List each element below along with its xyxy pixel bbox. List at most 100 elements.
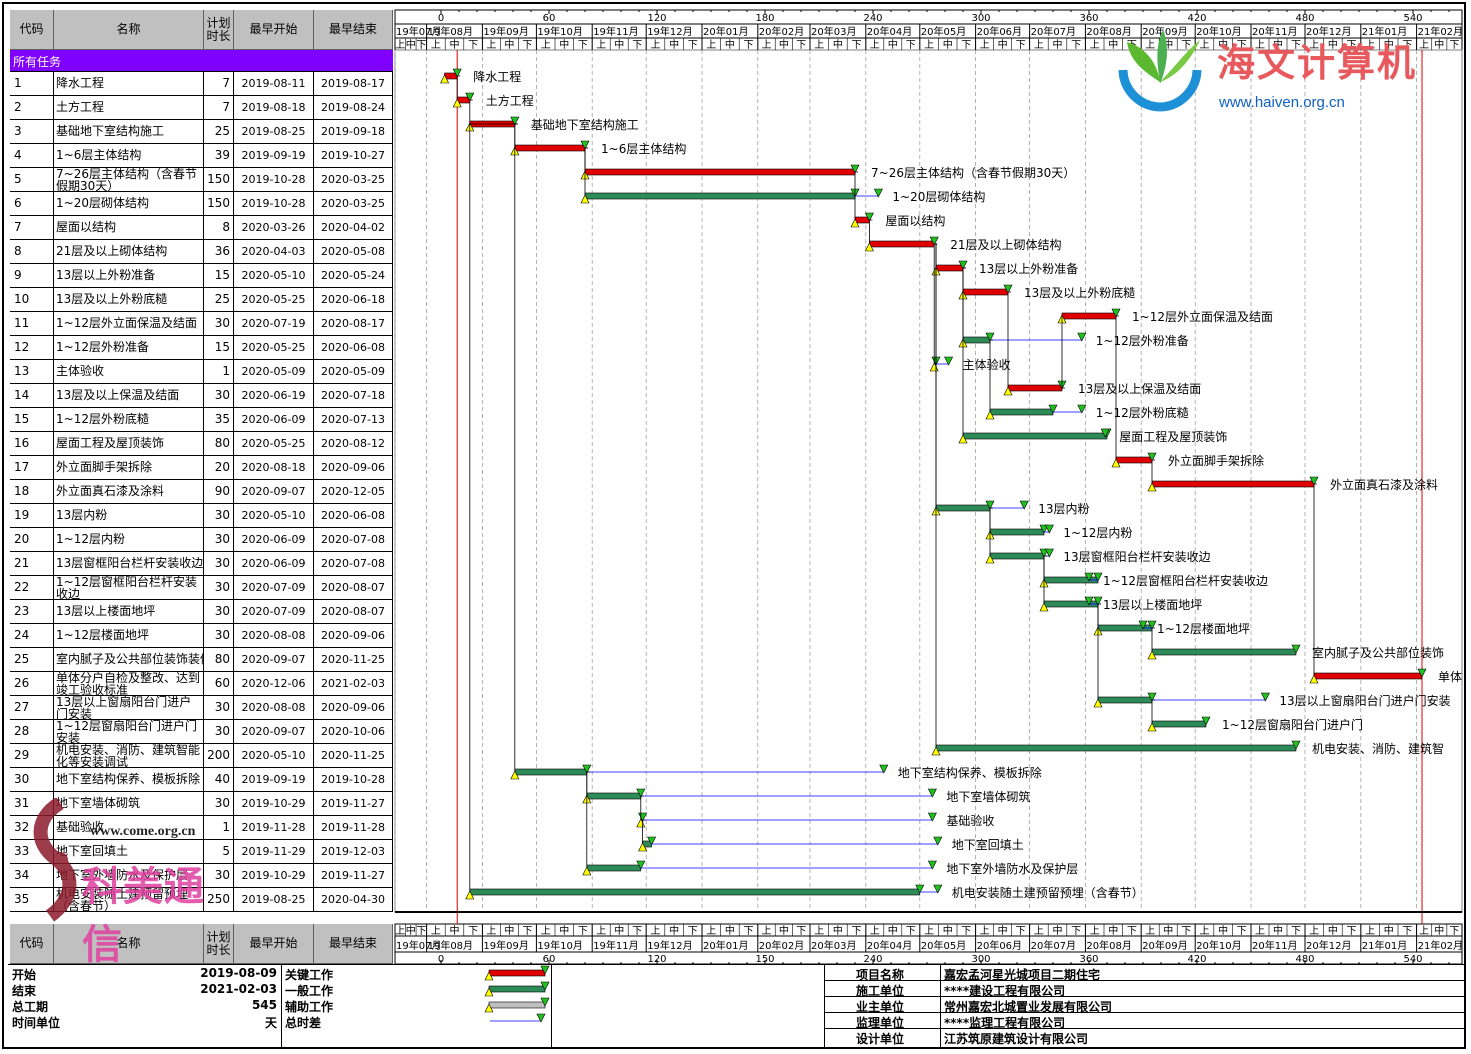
task-code[interactable]: 17: [10, 456, 54, 480]
task-end[interactable]: 2020-08-07: [314, 576, 393, 600]
col-header-duration[interactable]: 计划时长: [204, 10, 234, 50]
task-code[interactable]: 3: [10, 120, 54, 144]
task-name[interactable]: 1~12层内粉: [54, 528, 204, 552]
col-header-end[interactable]: 最早结束: [314, 10, 393, 50]
task-start[interactable]: 2020-05-25: [234, 336, 314, 360]
task-start[interactable]: 2019-08-25: [234, 120, 314, 144]
task-group-all[interactable]: 所有任务: [10, 50, 393, 72]
task-name[interactable]: 外立面脚手架拆除: [54, 456, 204, 480]
task-end[interactable]: 2020-04-02: [314, 216, 393, 240]
task-code[interactable]: 12: [10, 336, 54, 360]
task-start[interactable]: 2019-08-25: [234, 888, 314, 912]
task-code[interactable]: 1: [10, 72, 54, 96]
task-start[interactable]: 2019-09-19: [234, 144, 314, 168]
task-name[interactable]: 地下室回填土: [54, 840, 204, 864]
task-end[interactable]: 2020-12-05: [314, 480, 393, 504]
task-start[interactable]: 2020-06-19: [234, 384, 314, 408]
task-start[interactable]: 2020-05-25: [234, 288, 314, 312]
task-code[interactable]: 22: [10, 576, 54, 600]
task-name[interactable]: 基础地下室结构施工: [54, 120, 204, 144]
task-name[interactable]: 1~6层主体结构: [54, 144, 204, 168]
task-code[interactable]: 25: [10, 648, 54, 672]
task-code[interactable]: 7: [10, 216, 54, 240]
col-header-name[interactable]: 名称: [54, 10, 204, 50]
task-code[interactable]: 4: [10, 144, 54, 168]
task-code[interactable]: 8: [10, 240, 54, 264]
task-name[interactable]: 屋面工程及屋顶装饰: [54, 432, 204, 456]
task-start[interactable]: 2019-08-18: [234, 96, 314, 120]
task-name[interactable]: 基础验收: [54, 816, 204, 840]
task-code[interactable]: 30: [10, 768, 54, 792]
task-name[interactable]: 7~26层主体结构（含春节假期30天）: [54, 168, 204, 192]
task-end[interactable]: 2020-08-17: [314, 312, 393, 336]
task-code[interactable]: 18: [10, 480, 54, 504]
task-code[interactable]: 9: [10, 264, 54, 288]
task-start[interactable]: 2020-08-08: [234, 624, 314, 648]
task-code[interactable]: 19: [10, 504, 54, 528]
task-duration[interactable]: 30: [204, 576, 234, 600]
task-duration[interactable]: 5: [204, 840, 234, 864]
task-code[interactable]: 15: [10, 408, 54, 432]
task-duration[interactable]: 30: [204, 792, 234, 816]
task-code[interactable]: 24: [10, 624, 54, 648]
task-code[interactable]: 10: [10, 288, 54, 312]
col-header-code[interactable]: 代码: [10, 10, 54, 50]
task-duration[interactable]: 25: [204, 288, 234, 312]
task-name[interactable]: 地下室结构保养、模板拆除: [54, 768, 204, 792]
task-name[interactable]: 13层内粉: [54, 504, 204, 528]
task-duration[interactable]: 1: [204, 816, 234, 840]
task-start[interactable]: 2019-09-19: [234, 768, 314, 792]
task-end[interactable]: 2020-09-06: [314, 696, 393, 720]
task-name[interactable]: 13层及以上外粉底糙: [54, 288, 204, 312]
task-name[interactable]: 13层以上楼面地坪: [54, 600, 204, 624]
task-end[interactable]: 2019-12-03: [314, 840, 393, 864]
task-name[interactable]: 降水工程: [54, 72, 204, 96]
task-code[interactable]: 20: [10, 528, 54, 552]
task-name[interactable]: 1~12层外立面保温及结面: [54, 312, 204, 336]
task-duration[interactable]: 30: [204, 720, 234, 744]
task-start[interactable]: 2019-10-29: [234, 792, 314, 816]
task-name[interactable]: 1~12层楼面地坪: [54, 624, 204, 648]
task-duration[interactable]: 15: [204, 264, 234, 288]
task-code[interactable]: 6: [10, 192, 54, 216]
task-code[interactable]: 35: [10, 888, 54, 912]
task-duration[interactable]: 90: [204, 480, 234, 504]
task-code[interactable]: 27: [10, 696, 54, 720]
task-code[interactable]: 13: [10, 360, 54, 384]
task-start[interactable]: 2020-07-09: [234, 576, 314, 600]
task-end[interactable]: 2020-05-09: [314, 360, 393, 384]
task-end[interactable]: 2020-11-25: [314, 648, 393, 672]
task-end[interactable]: 2019-10-27: [314, 144, 393, 168]
task-start[interactable]: 2019-11-29: [234, 840, 314, 864]
task-end[interactable]: 2019-08-24: [314, 96, 393, 120]
task-end[interactable]: 2020-10-06: [314, 720, 393, 744]
task-duration[interactable]: 35: [204, 408, 234, 432]
task-end[interactable]: 2020-03-25: [314, 192, 393, 216]
task-duration[interactable]: 7: [204, 96, 234, 120]
task-end[interactable]: 2020-11-25: [314, 744, 393, 768]
task-duration[interactable]: 30: [204, 384, 234, 408]
task-name[interactable]: 外立面真石漆及涂料: [54, 480, 204, 504]
task-duration[interactable]: 39: [204, 144, 234, 168]
task-code[interactable]: 23: [10, 600, 54, 624]
task-duration[interactable]: 250: [204, 888, 234, 912]
task-end[interactable]: 2019-11-28: [314, 816, 393, 840]
task-end[interactable]: 2020-04-30: [314, 888, 393, 912]
task-code[interactable]: 16: [10, 432, 54, 456]
task-duration[interactable]: 20: [204, 456, 234, 480]
task-end[interactable]: 2020-07-08: [314, 528, 393, 552]
task-start[interactable]: 2020-07-19: [234, 312, 314, 336]
task-end[interactable]: 2020-09-06: [314, 624, 393, 648]
task-name[interactable]: 13层以上外粉准备: [54, 264, 204, 288]
task-end[interactable]: 2020-07-18: [314, 384, 393, 408]
task-name[interactable]: 机电安装随土建预留预埋（含春节）: [54, 888, 204, 912]
task-duration[interactable]: 150: [204, 168, 234, 192]
task-end[interactable]: 2019-11-27: [314, 864, 393, 888]
task-end[interactable]: 2020-09-06: [314, 456, 393, 480]
task-duration[interactable]: 30: [204, 624, 234, 648]
task-start[interactable]: 2020-03-26: [234, 216, 314, 240]
task-code[interactable]: 5: [10, 168, 54, 192]
task-start[interactable]: 2020-06-09: [234, 528, 314, 552]
task-name[interactable]: 地下室外墙防水及保护层: [54, 864, 204, 888]
task-name[interactable]: 1~12层窗框阳台栏杆安装收边: [54, 576, 204, 600]
